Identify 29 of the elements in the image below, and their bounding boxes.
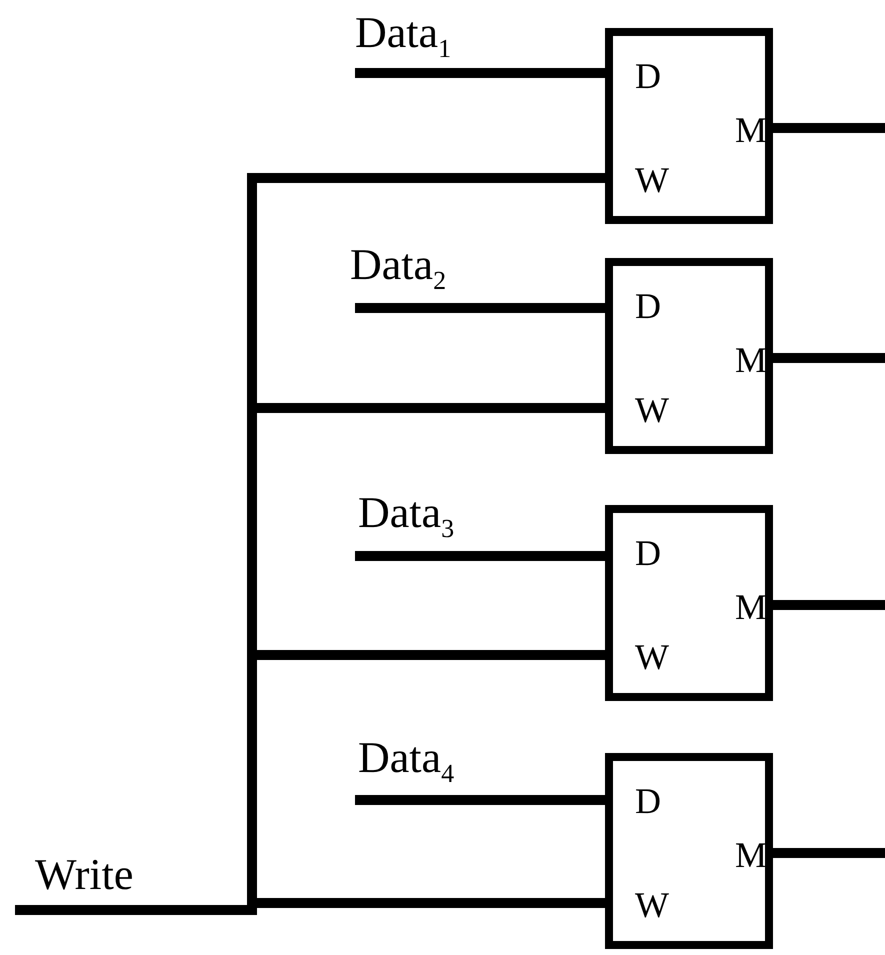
- wire: [355, 795, 605, 805]
- pin-label: D: [635, 533, 661, 573]
- signal-label: Data$_{3}$: [358, 488, 454, 554]
- pin-label: M: [735, 587, 768, 627]
- pin-label: M: [735, 340, 768, 380]
- memory-cell-box: [605, 753, 773, 949]
- wire: [773, 600, 885, 610]
- pin-label: W: [635, 885, 669, 925]
- pin-label: M: [735, 110, 768, 150]
- pin-label: D: [635, 781, 661, 821]
- signal-label: Data$_{4}$: [358, 733, 454, 799]
- signal-label: Write: [35, 850, 134, 900]
- memory-cell-box: [605, 505, 773, 701]
- wire: [355, 68, 605, 78]
- pin-label: M: [735, 835, 768, 875]
- wire: [355, 303, 605, 313]
- pin-label: D: [635, 286, 661, 326]
- signal-label: Data$_{2}$: [350, 240, 446, 306]
- pin-label: D: [635, 56, 661, 96]
- wire: [355, 551, 605, 561]
- signal-label: Data$_{1}$: [355, 8, 452, 74]
- wire: [773, 123, 885, 133]
- memory-cell-box: [605, 258, 773, 454]
- pin-label: W: [635, 637, 669, 677]
- pin-label: W: [635, 390, 669, 430]
- pin-label: W: [635, 160, 669, 200]
- wire: [773, 848, 885, 858]
- memory-cell-box: [605, 28, 773, 224]
- wire: [773, 353, 885, 363]
